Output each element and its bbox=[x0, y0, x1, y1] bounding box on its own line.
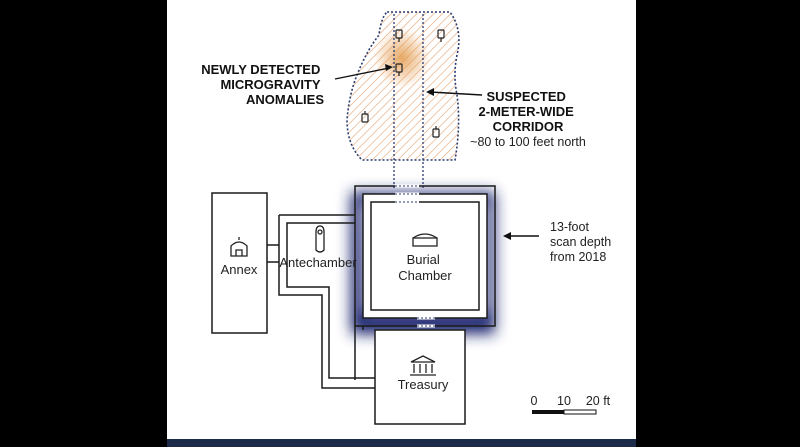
mummy-icon bbox=[315, 225, 325, 253]
annex-label: Annex bbox=[221, 262, 258, 277]
scale-tick-20: 20 ft bbox=[586, 394, 611, 408]
scan-depth-arrow bbox=[503, 232, 539, 240]
scale-bar: 0 10 20 ft bbox=[531, 394, 611, 415]
anomalies-arrow bbox=[334, 64, 393, 80]
anomalies-label: NEWLY DETECTED MICROGRAVITY ANOMALIES bbox=[201, 62, 324, 107]
treasury-label: Treasury bbox=[398, 377, 449, 392]
scale-tick-10: 10 bbox=[557, 394, 571, 408]
corridor-arrow bbox=[426, 88, 483, 96]
scan-depth-label: 13-foot scan depth from 2018 bbox=[550, 220, 615, 264]
tomb-map: NEWLY DETECTED MICROGRAVITY ANOMALIES SU… bbox=[201, 11, 615, 425]
door-dotted-lines bbox=[395, 185, 435, 327]
sarcophagus-icon bbox=[412, 233, 438, 247]
corridor-note: ~80 to 100 feet north bbox=[470, 135, 586, 149]
anomaly-hotspot bbox=[374, 28, 430, 88]
corridor-label: SUSPECTED 2-METER-WIDE CORRIDOR bbox=[479, 89, 578, 134]
burial-chamber-label: Burial Chamber bbox=[398, 252, 452, 283]
scale-tick-0: 0 bbox=[531, 394, 538, 408]
diagram-panel: NEWLY DETECTED MICROGRAVITY ANOMALIES SU… bbox=[167, 0, 636, 447]
temple-icon bbox=[230, 237, 248, 257]
gravimeter-icon bbox=[361, 29, 445, 138]
scan-depth-glow bbox=[351, 192, 495, 334]
columns-icon bbox=[410, 355, 436, 376]
antechamber-label: Antechamber bbox=[279, 255, 357, 270]
tomb-walls bbox=[211, 184, 496, 425]
anomaly-region bbox=[346, 11, 460, 188]
frame-bottom-bar bbox=[167, 439, 636, 447]
